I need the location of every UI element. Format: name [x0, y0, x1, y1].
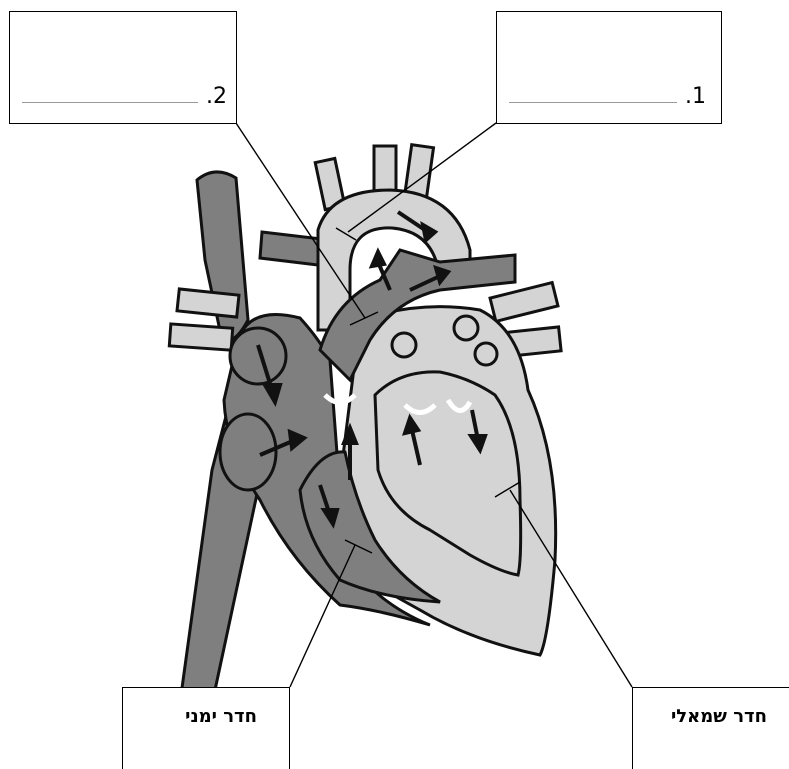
pulmonary-vein-left-2: [169, 324, 232, 350]
label-box-1: .1: [496, 11, 722, 124]
left-chamber-box: חדר שמאלי: [632, 687, 789, 769]
valve-node-3: [475, 343, 497, 365]
valve-node-2: [454, 316, 478, 340]
answer-line-1[interactable]: [509, 102, 677, 103]
valve-node-1: [392, 333, 416, 357]
right-atrium-valve-top: [230, 328, 286, 384]
label-box-2: .2: [9, 11, 237, 124]
label-number-2: .2: [206, 84, 227, 109]
right-chamber-label: חדר ימני: [185, 706, 257, 727]
right-chamber-box: חדר ימני: [122, 687, 290, 769]
label-number-1: .1: [685, 84, 706, 109]
answer-line-2[interactable]: [22, 102, 198, 103]
pulmonary-vein-left-1: [177, 289, 239, 317]
left-chamber-label: חדר שמאלי: [671, 706, 767, 727]
pulmonary-vein-right-1: [490, 283, 558, 322]
valve-1: [325, 395, 355, 403]
